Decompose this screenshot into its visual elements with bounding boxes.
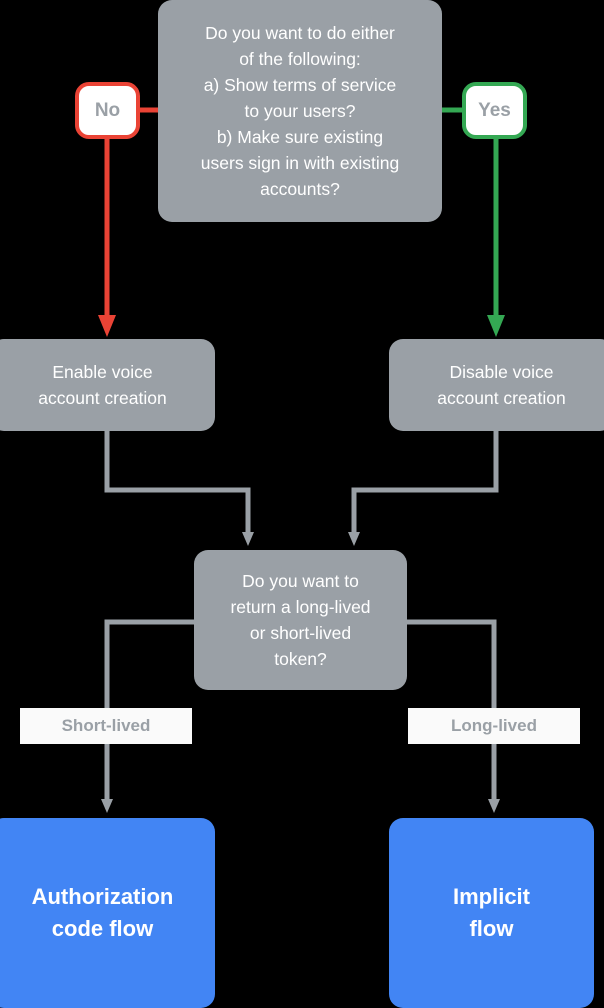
edge-label-short-lived: Short-lived — [20, 708, 192, 744]
badge-no-label: No — [94, 99, 121, 121]
auth-node-label: Authorization code flow — [31, 884, 174, 941]
enable-node-label: Enable voice account creation — [38, 362, 167, 408]
edge-disable-to-decision-mid — [348, 431, 499, 546]
terminal-node-authorization-code-flow[interactable]: Authorization code flow — [0, 818, 215, 1008]
disable-node-label: Disable voice account creation — [437, 362, 566, 408]
edge-label-short-lived-text: Short-lived — [61, 716, 151, 735]
decision-node-token-lifetime[interactable]: Do you want to return a long-lived or sh… — [194, 550, 407, 690]
edge-enable-to-decision-mid — [104, 431, 254, 546]
connector-layer — [98, 107, 505, 813]
decision-node-terms-or-existing-accounts[interactable]: Do you want to do either of the followin… — [158, 0, 442, 222]
terminal-node-implicit-flow[interactable]: Implicit flow — [389, 818, 594, 1008]
decision-node-mid-label: Do you want to return a long-lived or sh… — [230, 571, 371, 669]
decision-node-top-label: Do you want to do either of the followin… — [200, 23, 400, 199]
badge-no[interactable]: No — [75, 82, 140, 139]
badge-yes-label: Yes — [478, 99, 511, 121]
badge-yes[interactable]: Yes — [462, 82, 527, 139]
edge-label-long-lived: Long-lived — [408, 708, 580, 744]
process-node-disable-voice-account-creation[interactable]: Disable voice account creation — [389, 339, 604, 431]
edge-label-long-lived-text: Long-lived — [451, 716, 537, 735]
implicit-node-label: Implicit flow — [452, 884, 530, 941]
process-node-enable-voice-account-creation[interactable]: Enable voice account creation — [0, 339, 215, 431]
